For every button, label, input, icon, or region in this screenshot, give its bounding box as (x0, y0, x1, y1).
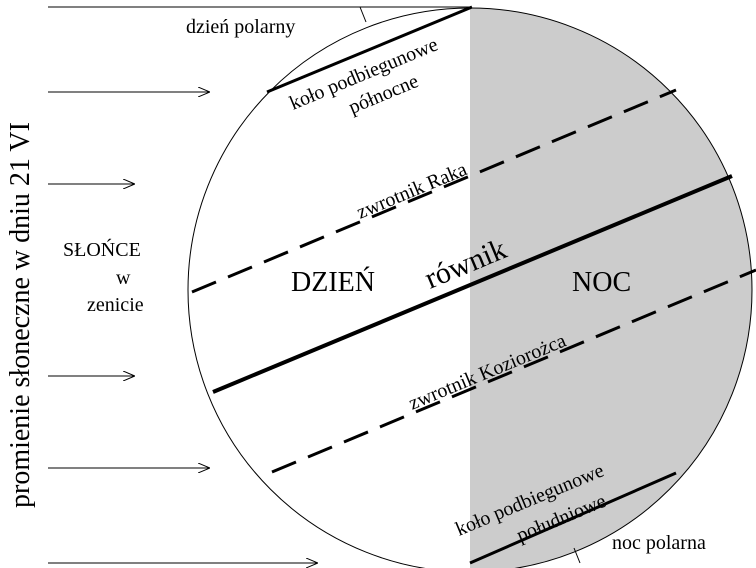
sun-rays (48, 6, 470, 563)
axis-tick-south (573, 547, 581, 564)
vertical-title: promienie słoneczne w dniu 21 VI (5, 122, 36, 508)
sun-label-line: SŁOŃCE (63, 238, 141, 261)
antarctic-circle-line (469, 471, 677, 565)
polar-night-label: noc polarna (612, 532, 706, 554)
latitude-lines (191, 5, 756, 565)
sun-label-line: w (116, 267, 131, 289)
sun-label: SŁOŃCE w zenicie (63, 238, 144, 316)
day-label: DZIEŃ (291, 267, 375, 298)
axis-tick-north (359, 6, 367, 23)
equator-line (212, 174, 733, 394)
arctic-circle-line (266, 5, 473, 94)
tropic-cancer-line (191, 88, 677, 294)
night-label: NOC (572, 267, 631, 298)
tropic-capricorn-line (271, 268, 756, 474)
arctic-circle-label: koło podbiegunowe północne (286, 33, 441, 118)
polar-day-label: dzień polarny (186, 16, 295, 38)
tropic-cancer-label: zwrotnik Raka (353, 158, 470, 223)
sun-label-line: zenicie (87, 294, 144, 316)
